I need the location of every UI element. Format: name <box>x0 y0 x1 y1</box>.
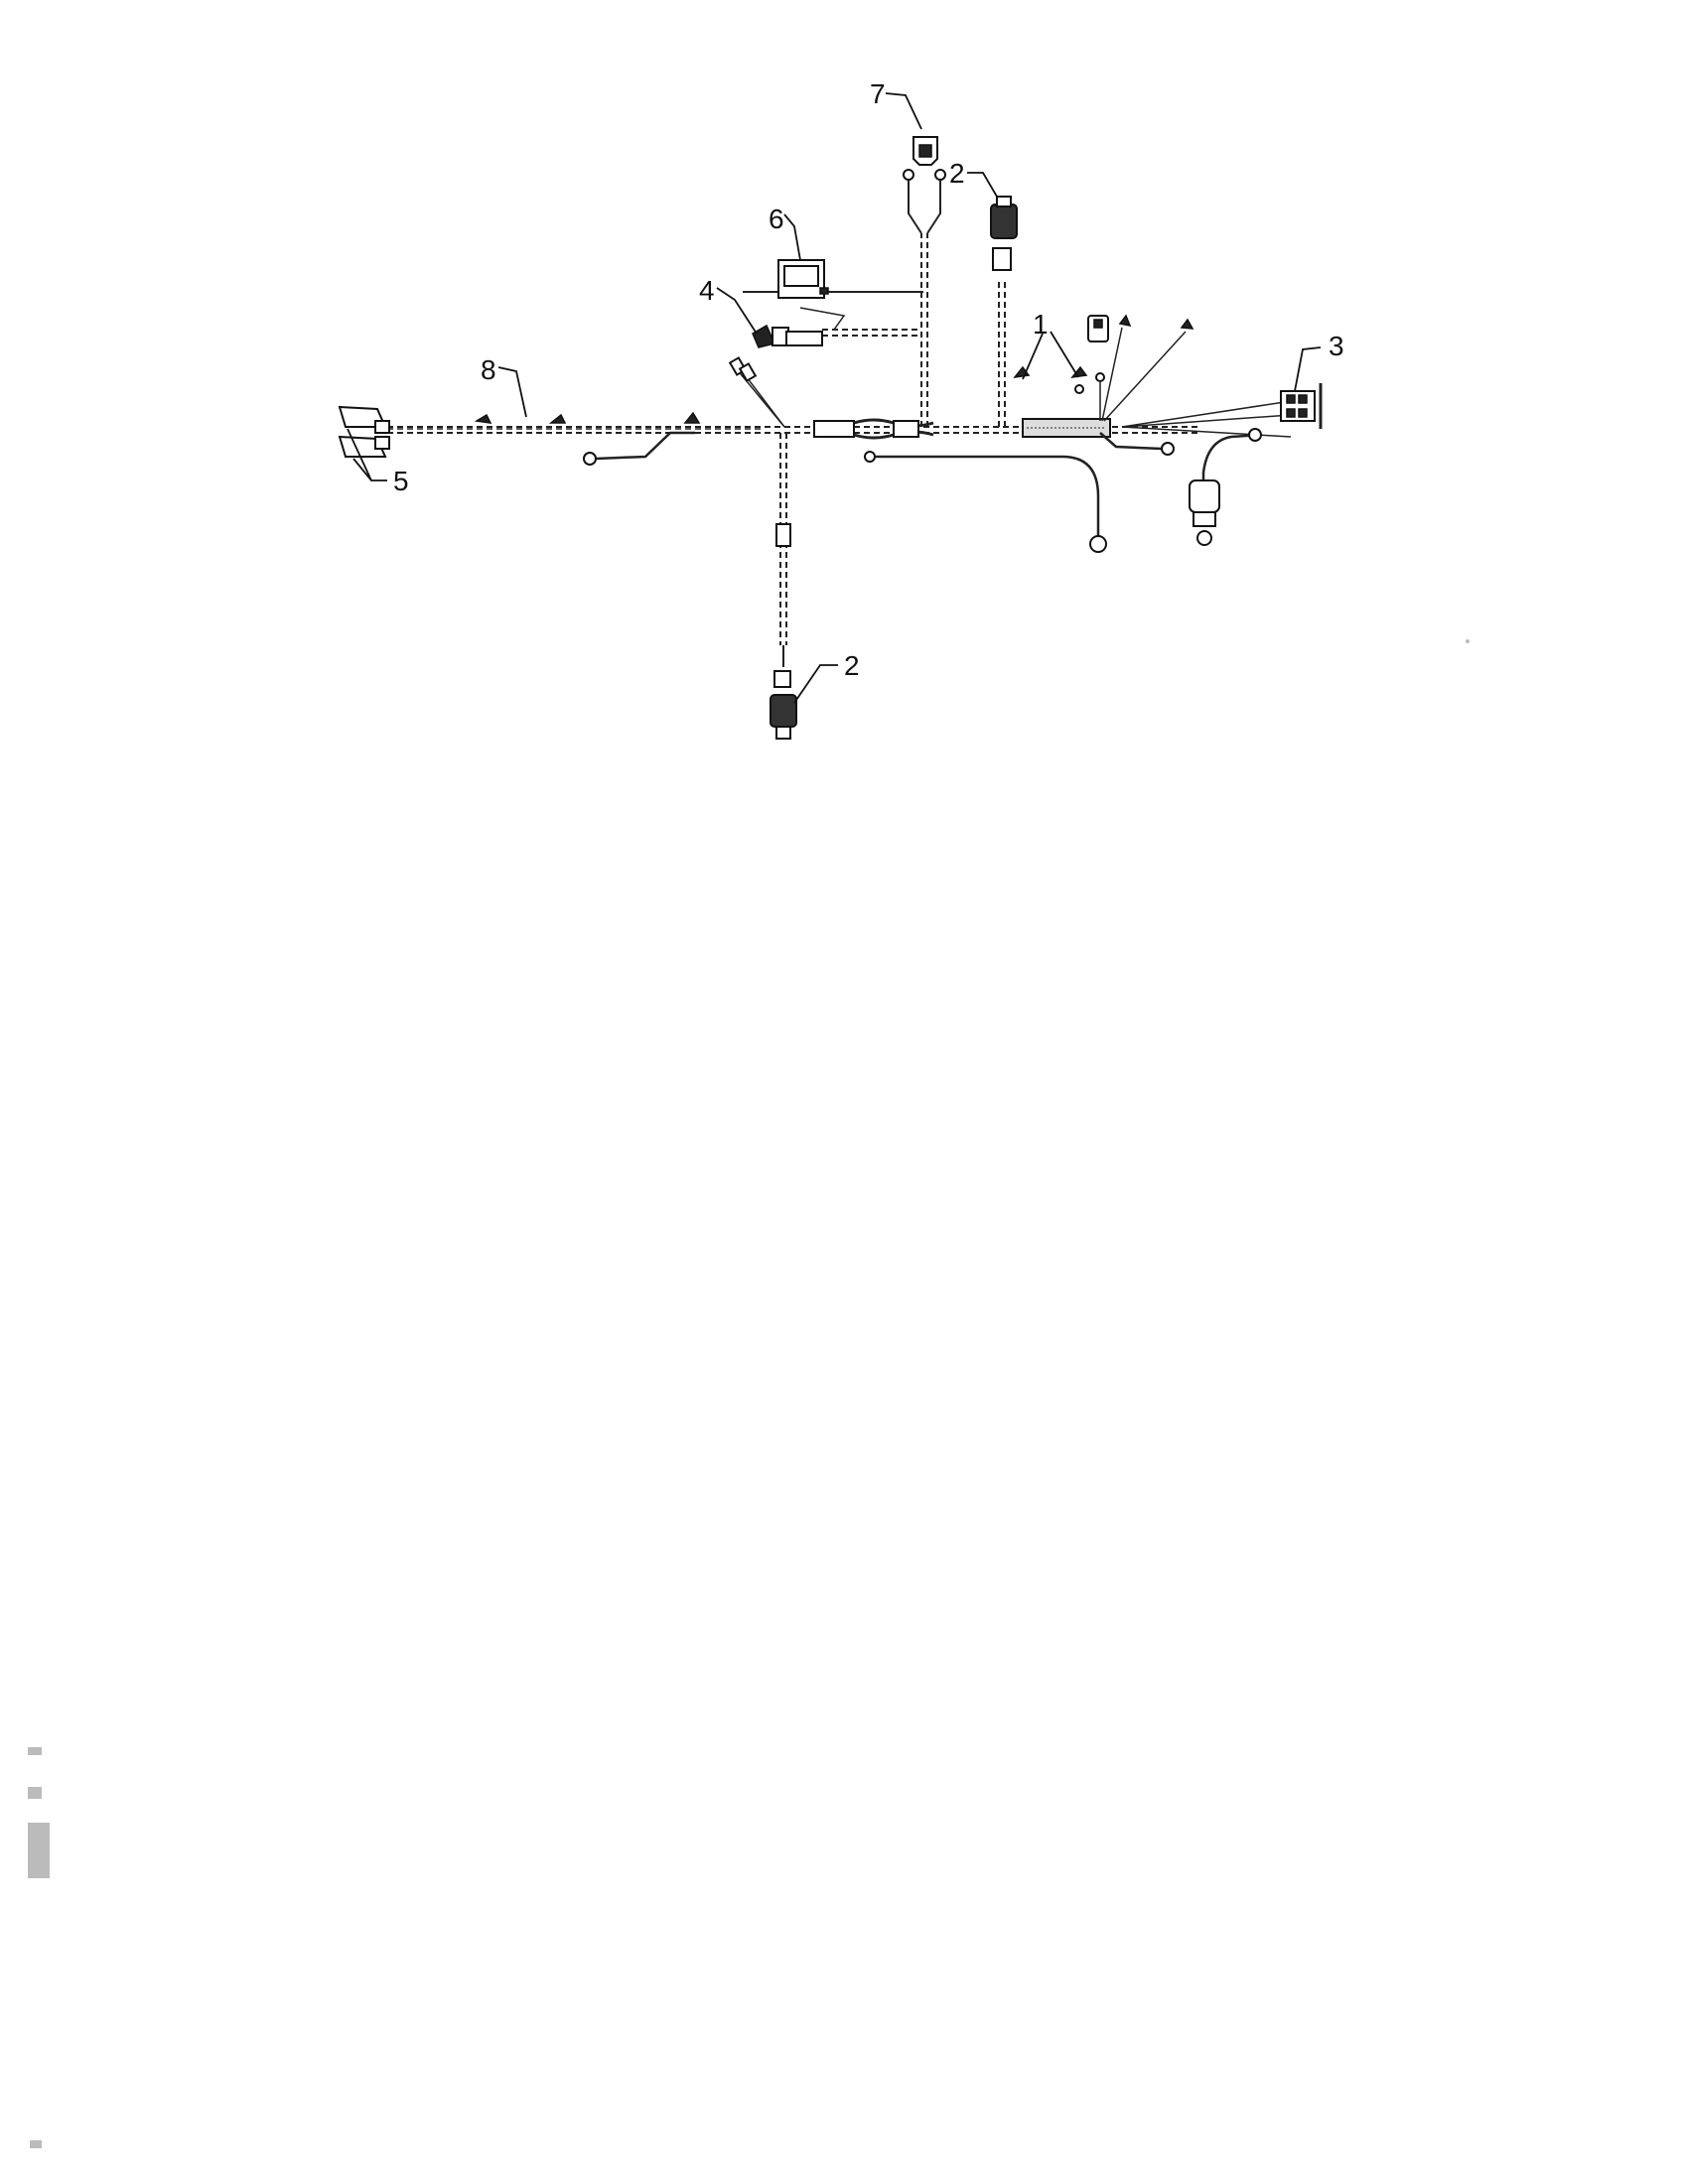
left-branch <box>387 411 765 466</box>
right-branch <box>1099 383 1323 546</box>
fuse-holder <box>743 259 923 299</box>
callout-8: 8 <box>481 354 496 385</box>
lower-sensor-branch <box>770 433 797 740</box>
callout-1: 1 <box>1033 309 1049 340</box>
item-3-connector <box>1280 390 1316 422</box>
clip-connectors <box>338 405 390 458</box>
junction-connectors <box>728 356 785 428</box>
callout-labels: 7 2 6 4 8 1 3 5 2 <box>347 78 1344 704</box>
scan-artifacts <box>28 639 1470 2148</box>
callout-5: 5 <box>393 466 409 496</box>
callout-3: 3 <box>1329 331 1344 361</box>
speed-sensor-lower <box>770 694 797 728</box>
upper-left-branch <box>903 136 946 427</box>
callout-2-top: 2 <box>949 158 965 189</box>
key-switch <box>752 307 921 348</box>
callout-4: 4 <box>699 275 715 306</box>
battery-cable <box>864 451 1107 553</box>
callout-2-bottom: 2 <box>844 650 860 681</box>
upper-sensor-branch <box>990 196 1018 427</box>
speed-sensor-upper <box>990 204 1018 239</box>
callout-7: 7 <box>870 78 886 109</box>
callout-6: 6 <box>769 204 784 234</box>
